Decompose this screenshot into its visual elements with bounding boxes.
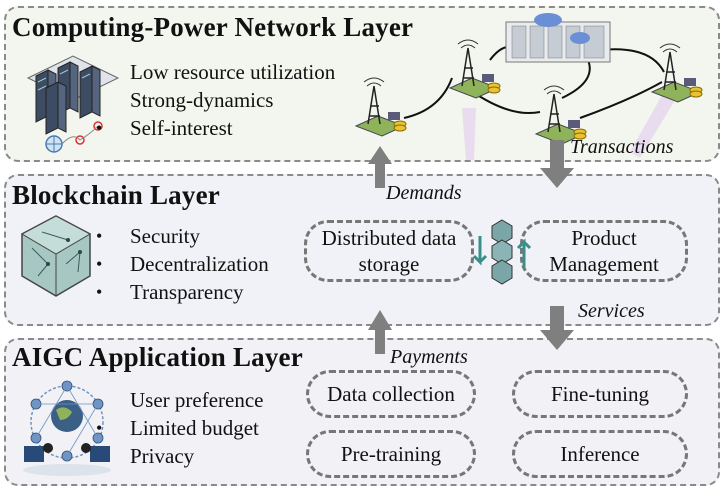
aigc-application-layer [4,338,720,486]
bullet: • [96,118,103,138]
inference-module: Inference [512,430,688,478]
down-arrow-icon [540,140,574,188]
cell-tower-icon [354,77,407,137]
computing-feature-1: Low resource utilization [130,60,336,84]
cell-tower-icon [534,85,587,145]
bullet: • [96,254,103,274]
data-collection-module: Data collection [306,370,476,418]
blockchain-feature-2: Decentralization [130,252,269,276]
demands-label: Demands [386,182,462,204]
bullet: • [96,226,103,246]
blockchain-feature-1: Security [130,224,200,248]
aigc-feature-3: Privacy [130,444,195,468]
blockchain-layer-title: Blockchain Layer [12,180,220,210]
services-label: Services [578,300,645,322]
up-arrow-icon [368,310,392,354]
down-arrow-icon [540,306,574,350]
aigc-layer-title: AIGC Application Layer [12,342,303,372]
chain-blocks-icon [472,219,532,285]
user-network-globe-icon [23,380,111,476]
up-arrow-icon [368,146,392,188]
cell-tower-icon [650,43,703,103]
aigc-feature-1: User preference [130,388,264,412]
transactions-label: Transactions [570,136,674,158]
bullet: • [96,418,103,438]
blockchain-feature-3: Transparency [130,280,244,304]
blockchain-layer [4,174,720,326]
payments-label: Payments [390,346,468,368]
cloud-datacenter-icon [505,13,611,63]
server-rack-icon [26,55,120,153]
aigc-feature-2: Limited budget [130,416,259,440]
cell-tower-icon [448,39,501,99]
pre-training-module: Pre-training [306,430,476,478]
computing-layer-title: Computing-Power Network Layer [12,12,414,42]
fine-tuning-module: Fine-tuning [512,370,688,418]
computing-feature-3: Self-interest [130,116,233,140]
blockchain-cube-icon [20,215,92,297]
computing-feature-2: Strong-dynamics [130,88,274,112]
product-management-module: Product Management [520,220,688,282]
bullet: • [96,282,103,302]
distributed-data-storage-module: Distributed data storage [304,220,474,282]
